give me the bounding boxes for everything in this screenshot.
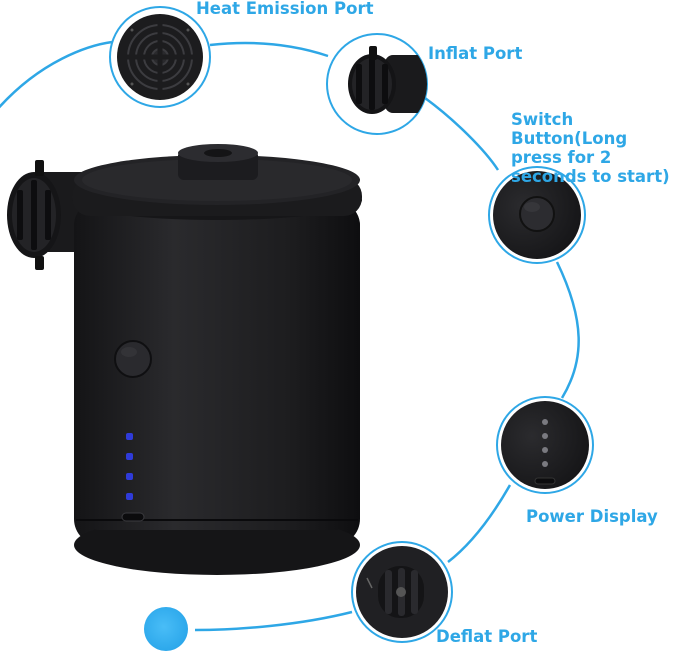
deflat-port-detail: [351, 541, 453, 643]
battery-led-1: [126, 433, 133, 440]
usb-port-icon: [121, 512, 145, 522]
air-pump-product: [7, 144, 362, 575]
heat-emission-port-label: Heat Emission Port: [196, 0, 374, 18]
power-display-detail: [496, 396, 594, 494]
battery-led-4: [126, 493, 133, 500]
switch-button-detail: [488, 166, 586, 264]
connector-arc: [0, 40, 580, 632]
battery-led-2: [126, 453, 133, 460]
inflat-port-label: Inflat Port: [428, 44, 523, 63]
battery-led-3: [126, 473, 133, 480]
heat-emission-detail: [109, 6, 211, 108]
power-display-label: Power Display: [526, 507, 658, 526]
deflat-port-label: Deflat Port: [436, 627, 538, 646]
switch-button-label: Switch Button(Long press for 2 seconds t…: [511, 110, 670, 186]
decorative-blue-ball: [144, 607, 188, 651]
inflat-port-detail: [326, 33, 428, 135]
